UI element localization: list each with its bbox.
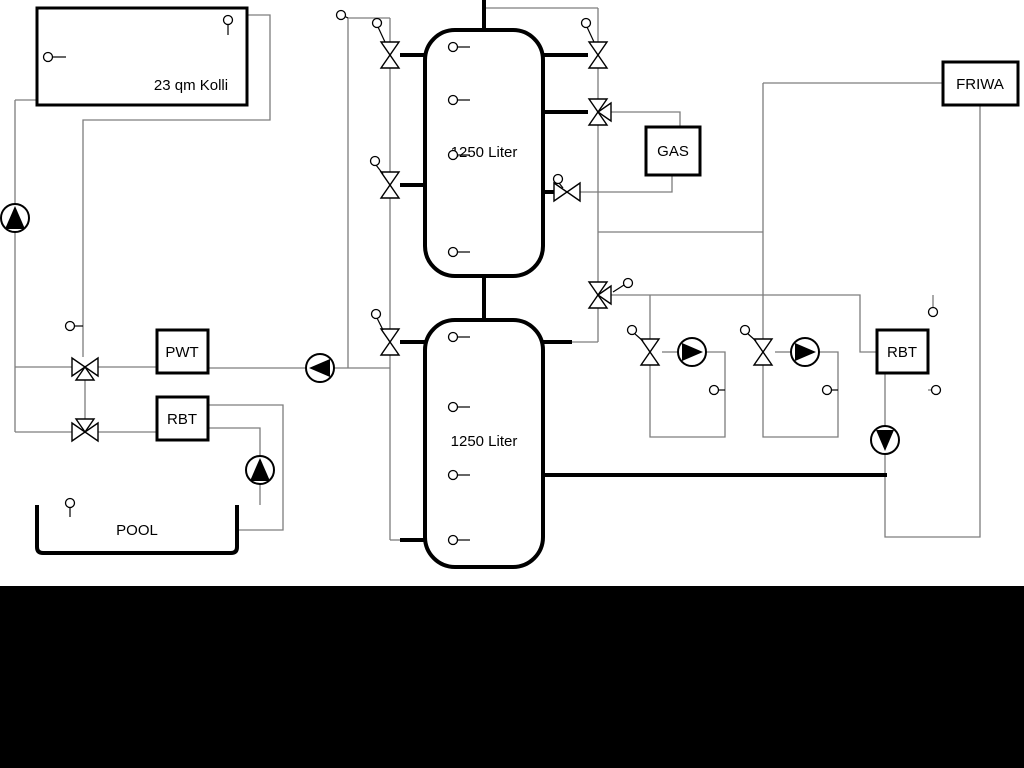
- gas-boiler-box: GAS: [644, 125, 702, 177]
- charge-valve-bottom-actuator: [370, 308, 384, 331]
- rbt-right-label: RBT: [887, 344, 917, 361]
- heating-circuit-1-pump-icon: [677, 337, 707, 367]
- solar-charge-pump-icon: [305, 353, 335, 383]
- collector-box: 23 qm Kolli: [35, 6, 249, 107]
- pwt-label: PWT: [165, 344, 198, 361]
- pwt-heat-exchanger-box: PWT: [155, 328, 210, 375]
- gas-return-valve-actuator: [552, 173, 564, 189]
- tank-connections: [400, 0, 887, 542]
- charge-line-top-sensor: [335, 9, 349, 21]
- tank1-top-valve-actuator: [580, 17, 595, 43]
- charge-valve-bottom-icon: [379, 328, 401, 356]
- tank2-sensor-4: [447, 534, 470, 546]
- gas-threeway-valve-icon: [587, 98, 612, 126]
- bottom-black-bar: [0, 586, 1024, 768]
- heating-circuit-2-valve-icon: [752, 338, 774, 366]
- collector-sensor-left: [42, 51, 66, 63]
- tank1-sensor-1: [447, 41, 470, 53]
- rbt-right-pump-icon: [870, 425, 900, 455]
- charge-valve-middle-actuator: [369, 155, 384, 175]
- rbt-left-label: RBT: [167, 411, 197, 428]
- tank2-sensor-2: [447, 401, 470, 413]
- solar-threeway-valve-icon: [71, 356, 99, 381]
- hc2-valve-actuator: [739, 324, 757, 342]
- rbt-right-heat-exchanger-box: RBT: [875, 328, 930, 375]
- pool-threeway-valve-icon: [71, 418, 99, 443]
- charge-valve-top-icon: [379, 41, 401, 69]
- distribution-threeway-valve-icon: [587, 281, 612, 309]
- pool-label: POOL: [116, 522, 158, 539]
- tank1-sensor-4: [447, 246, 470, 258]
- collector-pump-icon: [0, 203, 30, 233]
- tank1-label: 1250 Liter: [451, 144, 518, 161]
- gas-label: GAS: [657, 143, 689, 160]
- friwa-box: FRIWA: [941, 60, 1020, 107]
- hc1-return-sensor: [708, 384, 725, 396]
- tank2-sensor-3: [447, 469, 470, 481]
- charge-valve-middle-icon: [379, 171, 401, 199]
- tank1-sensor-3: [447, 149, 470, 161]
- pool-basin: POOL: [35, 505, 239, 555]
- heating-circuit-2-pump-icon: [790, 337, 820, 367]
- pool-sensor: [64, 497, 76, 517]
- distribution-valve-actuator: [612, 277, 634, 293]
- buffer-tank-1: 1250 Liter: [423, 28, 545, 278]
- collector-sensor-top: [222, 14, 234, 35]
- buffer-tank-2: 1250 Liter: [423, 318, 545, 569]
- tank1-top-valve-icon: [587, 41, 609, 69]
- tank1-sensor-2: [447, 94, 470, 106]
- rbt-right-side-sensor: [930, 384, 942, 396]
- friwa-label: FRIWA: [956, 76, 1004, 93]
- hc2-return-sensor: [821, 384, 838, 396]
- gas-return-valve-icon: [553, 181, 581, 203]
- solar-line-sensor: [64, 320, 83, 332]
- tank2-label: 1250 Liter: [451, 433, 518, 450]
- hc1-valve-actuator: [626, 324, 644, 342]
- rbt-left-heat-exchanger-box: RBT: [155, 395, 210, 442]
- collector-label: 23 qm Kolli: [154, 77, 228, 94]
- charge-valve-top-actuator: [371, 17, 386, 43]
- rbt-right-top-sensor: [927, 306, 939, 318]
- heating-circuit-1-valve-icon: [639, 338, 661, 366]
- tank2-sensor-1: [447, 331, 470, 343]
- pool-pump-icon: [245, 455, 275, 485]
